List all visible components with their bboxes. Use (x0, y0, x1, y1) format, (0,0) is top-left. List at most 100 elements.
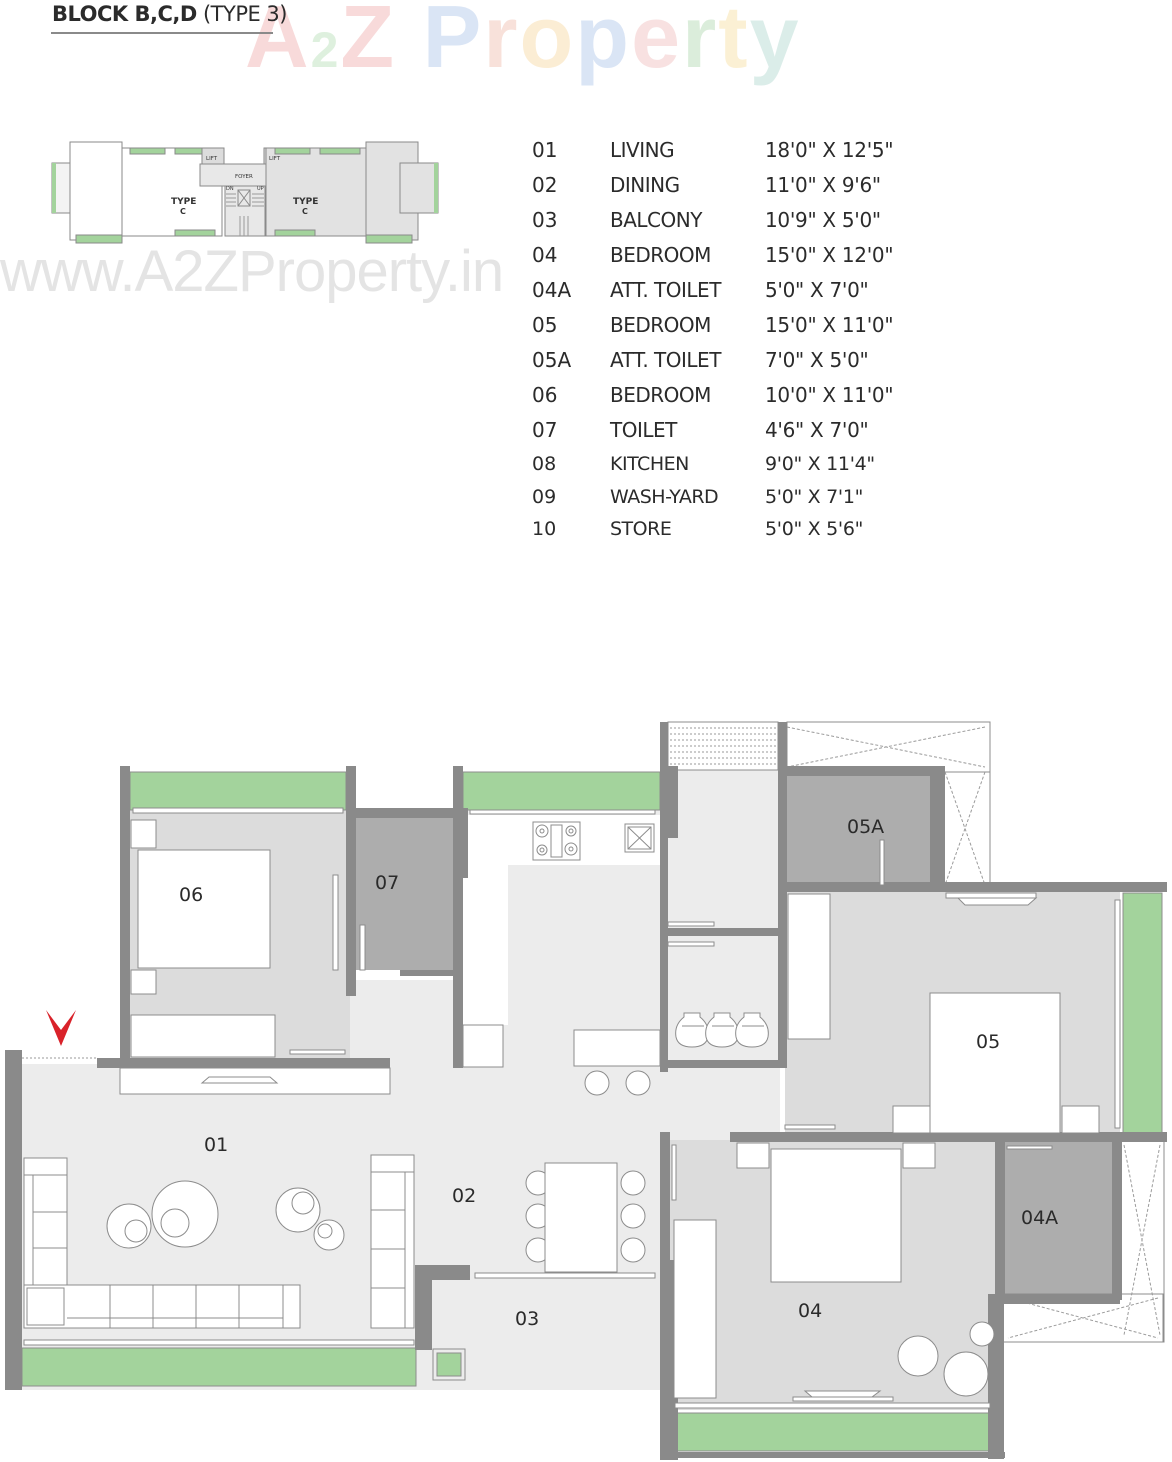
dining-table (544, 1162, 618, 1273)
room-code: 05A (532, 348, 572, 372)
side-table (130, 969, 157, 995)
room-name: DINING (610, 173, 680, 197)
watermark-e: e (631, 0, 683, 86)
room-code: 05 (532, 313, 558, 337)
watermark-r: r (483, 0, 520, 86)
room-name: STORE (610, 518, 672, 540)
kp-unit-left-code: C (180, 207, 186, 216)
watermark-r2: r (682, 0, 719, 86)
kp-lift-left-label: LIFT (206, 156, 218, 162)
side-table (1061, 1105, 1100, 1134)
room-code: 04A (532, 278, 572, 302)
kp-up-label: UP (257, 186, 264, 192)
floor-balcony-03 (428, 1280, 660, 1388)
watermark-y: y (749, 0, 801, 86)
sofa-bottom (23, 1284, 301, 1329)
walls (5, 722, 1167, 1460)
room-code: 09 (532, 486, 557, 508)
label-room-04a: 04A (1021, 1207, 1058, 1229)
side-table (736, 1142, 770, 1169)
bed-06 (137, 849, 271, 969)
room-name: LIVING (610, 138, 675, 162)
room-size: 10'9" X 5'0" (765, 208, 881, 232)
bed-04 (770, 1148, 902, 1283)
round-chair (897, 1335, 939, 1377)
kp-unit-left (121, 147, 223, 237)
label-room-05: 05 (976, 1031, 1000, 1053)
door-bedroom-04 (671, 1144, 677, 1201)
watermark-logo: A2Z Property (245, 0, 801, 88)
title-block: BLOCK B,C,D (52, 2, 197, 26)
window-bedroom-04 (674, 1402, 991, 1409)
wardrobe-04 (673, 1219, 717, 1399)
room-code: 08 (532, 453, 557, 475)
room-size: 5'0" X 7'0" (765, 278, 869, 302)
room-size: 5'0" X 7'1" (765, 486, 864, 508)
label-room-02: 02 (452, 1185, 476, 1207)
room-size: 15'0" X 11'0" (765, 313, 894, 337)
room-size: 7'0" X 5'0" (765, 348, 869, 372)
room-code: 01 (532, 138, 558, 162)
entrance-arrow-icon (46, 1010, 76, 1046)
watermark-z: Z (340, 0, 423, 86)
door-toilet-04a (1006, 1145, 1053, 1150)
side-table (902, 1142, 936, 1169)
planter-balcony (436, 1352, 462, 1377)
bed-05 (929, 992, 1061, 1134)
round-stool (969, 1321, 995, 1347)
floor-toilet-07 (355, 815, 455, 970)
label-room-03: 03 (515, 1308, 539, 1330)
round-chair (943, 1351, 989, 1397)
label-room-05a: 05A (847, 816, 884, 838)
label-room-07: 07 (375, 872, 399, 894)
planter-bedroom-05 (1122, 892, 1163, 1134)
floor-wash-yard (665, 770, 780, 935)
shaft-top (786, 721, 991, 773)
room-code: 02 (532, 173, 558, 197)
kp-lift-right-label: LIFT (269, 156, 281, 162)
key-plan: LIFT LIFT FOYER DN UP TYPE C TYPE C (51, 141, 439, 244)
dining-chair (620, 1203, 646, 1229)
room-code: 10 (532, 518, 557, 540)
watermark-p: P (422, 0, 484, 86)
window-bedroom-05 (1114, 899, 1121, 1129)
door-store (667, 941, 715, 947)
watermark-url: www.A2ZProperty.in (0, 239, 504, 304)
room-name: BEDROOM (610, 313, 711, 337)
room-size: 11'0" X 9'6" (765, 173, 881, 197)
room-size: 15'0" X 12'0" (765, 243, 894, 267)
sofa-right (370, 1171, 415, 1329)
wardrobe-05 (787, 893, 831, 1040)
room-size: 18'0" X 12'5" (765, 138, 894, 162)
title-underline (51, 32, 273, 34)
title-type: (TYPE 3) (196, 2, 288, 26)
sofa-arm (370, 1154, 415, 1173)
room-name: BEDROOM (610, 383, 711, 407)
room-size: 10'0" X 11'0" (765, 383, 894, 407)
sofa-left (23, 1174, 68, 1286)
kitchen-counter-side (463, 865, 508, 1025)
kp-right-wing (399, 162, 439, 214)
room-name: TOILET (610, 418, 677, 442)
bar-stool (584, 1070, 610, 1096)
kitchen-counter-bottom (573, 1029, 661, 1067)
planter-bedroom-04 (667, 1412, 997, 1452)
wardrobe-06 (130, 1014, 276, 1058)
storage-pots (675, 1012, 769, 1048)
planter-bedroom-06 (129, 771, 347, 811)
side-table (130, 819, 157, 849)
window-living (23, 1339, 415, 1346)
kp-foyer-label: FOYER (235, 174, 253, 180)
tv-living (200, 1076, 279, 1084)
sofa-arm (23, 1157, 68, 1176)
watermark-p2: p (575, 0, 632, 86)
door-toilet-05a (879, 839, 885, 886)
room-size: 9'0" X 11'4" (765, 453, 875, 475)
window-bedroom-06 (132, 807, 344, 814)
room-name: ATT. TOILET (610, 348, 721, 372)
floor-toilet-04a (1003, 1142, 1115, 1294)
label-room-04: 04 (798, 1300, 822, 1322)
kp-unit-right-code: C (302, 207, 308, 216)
dining-chair (620, 1170, 646, 1196)
